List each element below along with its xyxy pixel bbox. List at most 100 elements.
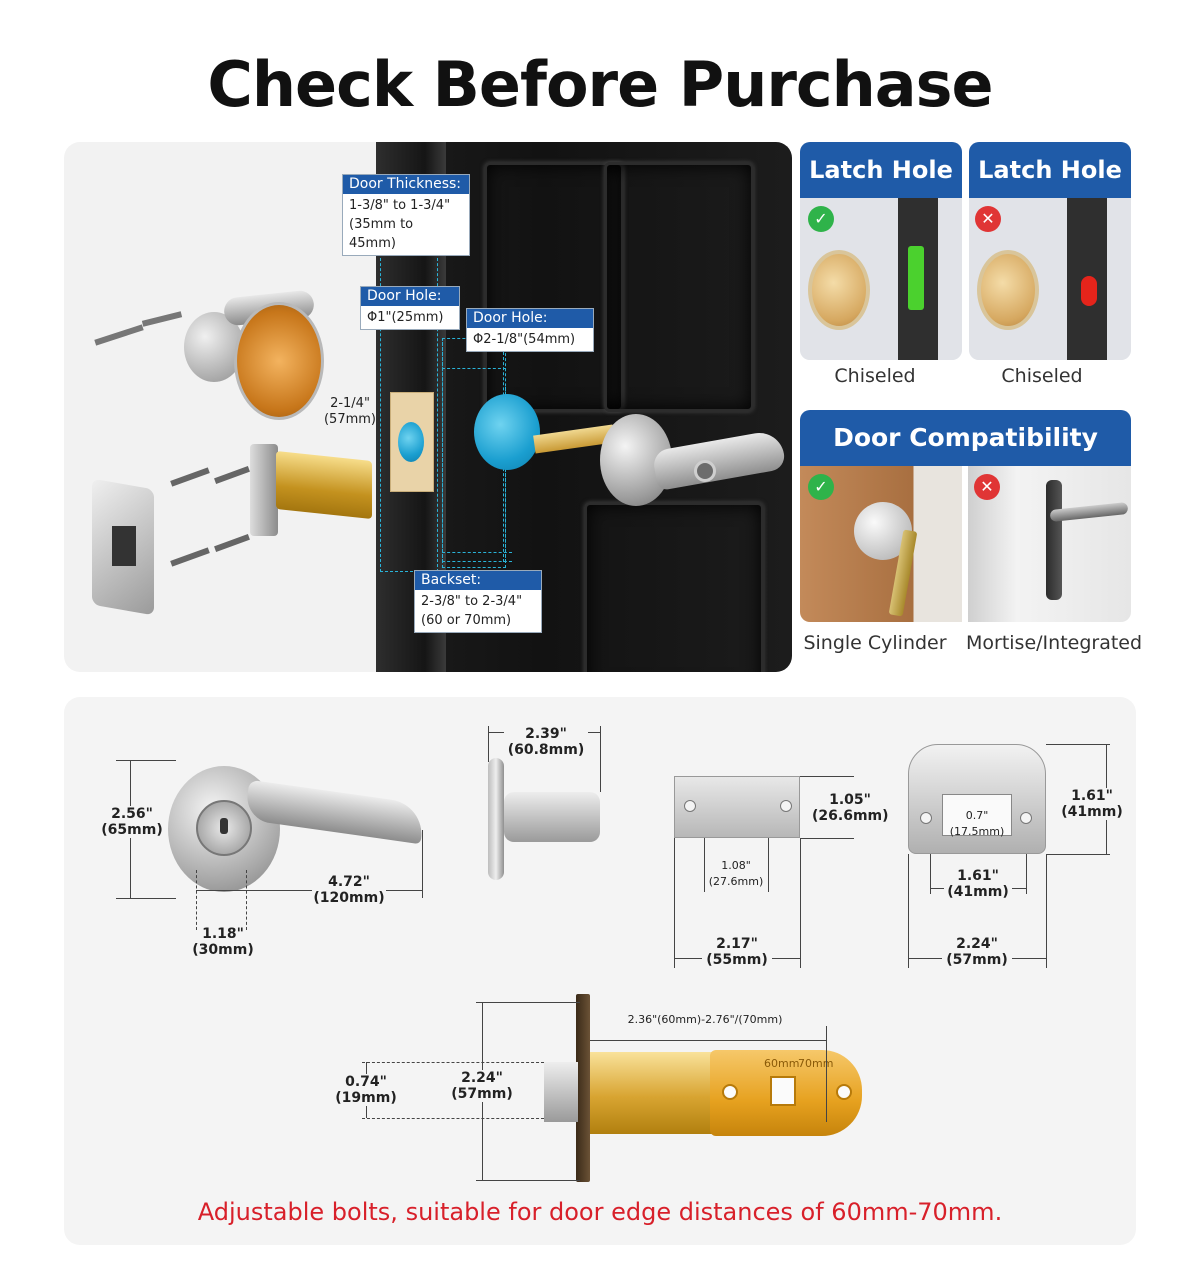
screw xyxy=(214,534,250,552)
bolt-screw-hole xyxy=(836,1084,852,1100)
screw xyxy=(94,324,144,346)
rose-side xyxy=(488,758,504,880)
callout-door-hole-small: Door Hole: Φ1"(25mm) xyxy=(360,286,460,330)
guide-base xyxy=(442,552,512,562)
screw xyxy=(170,547,210,567)
bolt-screw-hole xyxy=(722,1084,738,1100)
bolt-mark-70: 70mm xyxy=(798,1057,834,1070)
dim-strike-width: 2.24"(57mm) xyxy=(942,936,1012,968)
bore-hole-marker xyxy=(474,394,540,470)
bolt-mark-60: 60mm xyxy=(764,1057,800,1070)
callout-backset: Backset: 2-3/8" to 2-3/4"(60 or 70mm) xyxy=(414,570,542,633)
dim-plate-inner: 1.08"(27.6mm) xyxy=(708,859,764,888)
screw xyxy=(170,467,210,487)
chiseled-indicator-ok xyxy=(908,246,924,310)
bore-hole xyxy=(977,250,1039,330)
card-heading: Latch Hole xyxy=(800,142,962,198)
check-icon: ✓ xyxy=(808,206,834,232)
dim-line xyxy=(116,760,176,761)
dim-lever-width: 4.72"(120mm) xyxy=(312,874,386,906)
edge-hole-marker xyxy=(398,422,424,462)
dim-line xyxy=(908,854,909,968)
cross-icon: ✕ xyxy=(974,474,1000,500)
callout-door-thickness: Door Thickness: 1-3/8" to 1-3/4"(35mm to… xyxy=(342,174,470,256)
dim-bolt-face: 2.24"(57mm) xyxy=(442,1070,522,1102)
screw xyxy=(141,311,183,327)
dim-line xyxy=(1046,854,1047,968)
latch-hole-card-no: Latch Hole ✕ xyxy=(969,142,1131,360)
door-panel-upper-left xyxy=(484,162,624,412)
dim-bolt-small: 0.74"(19mm) xyxy=(334,1074,398,1106)
dim-strike-height: 1.61"(41mm) xyxy=(1060,788,1124,820)
dim-line xyxy=(704,838,705,892)
dim-lever-hub: 1.18"(30mm) xyxy=(192,926,254,958)
strike-hole xyxy=(1020,812,1032,824)
cross-icon: ✕ xyxy=(975,206,1001,232)
dim-line xyxy=(800,776,854,777)
door-panel-lower xyxy=(584,502,764,672)
dim-line xyxy=(826,1026,827,1122)
rose-shank xyxy=(504,792,600,842)
plate-hole xyxy=(780,800,792,812)
dim-plate-width: 2.17"(55mm) xyxy=(702,936,772,968)
card-heading: Door Compatibility xyxy=(800,410,1131,466)
dim-line xyxy=(362,1062,544,1063)
dim-line xyxy=(930,854,931,894)
dim-rose-depth: 2.39"(60.8mm) xyxy=(504,726,588,758)
dim-line xyxy=(1026,854,1027,894)
door-compat-card: Door Compatibility ✓ ✕ xyxy=(800,410,1131,622)
dim-line xyxy=(116,898,176,899)
dim-line xyxy=(800,838,854,839)
strike-hole xyxy=(920,812,932,824)
dim-line xyxy=(362,1118,544,1119)
dim-line xyxy=(768,838,769,892)
check-icon: ✓ xyxy=(808,474,834,500)
dim-strike-hole: 1.61"(41mm) xyxy=(944,868,1012,900)
interior-mount-plate xyxy=(234,302,324,420)
dim-line xyxy=(800,838,801,968)
latch-bore-edge xyxy=(390,392,434,492)
bolt-tongue xyxy=(544,1062,578,1122)
dim-line xyxy=(674,838,675,968)
dim-bolt-backset: 2.36"(60mm)-2.76"/(70mm) xyxy=(627,1013,783,1026)
key-cylinder xyxy=(694,460,716,482)
screw xyxy=(214,466,250,484)
mortise-plate xyxy=(1046,480,1062,600)
page-title: Check Before Purchase xyxy=(207,48,993,121)
dim-line xyxy=(196,870,197,930)
latch-length-label: 2-1/4"(57mm) xyxy=(323,396,376,427)
dim-line xyxy=(600,726,601,792)
adjustable-bolt-note: Adjustable bolts, suitable for door edge… xyxy=(197,1198,1003,1226)
bolt-faceplate xyxy=(576,994,590,1182)
dim-line xyxy=(196,890,422,891)
bore-hole xyxy=(808,250,870,330)
latch-faceplate xyxy=(250,444,278,536)
install-diagram-panel: 2-1/4"(57mm) Door Thickness: 1-3/8" to 1… xyxy=(64,142,792,672)
strike-opening xyxy=(942,794,1012,836)
door-panel-upper-right xyxy=(604,162,754,412)
dim-line xyxy=(476,1180,580,1181)
chiseled-indicator-no xyxy=(1081,276,1097,306)
dim-line xyxy=(246,870,247,930)
caption-latch-left: Chiseled xyxy=(834,365,916,387)
dim-line xyxy=(476,1002,580,1003)
caption-latch-right: Chiseled xyxy=(1001,365,1083,387)
caption-mortise: Mortise/Integrated xyxy=(966,632,1143,654)
bolt-body xyxy=(590,1052,714,1134)
plate-hole xyxy=(684,800,696,812)
bolt-spindle-hole xyxy=(770,1076,796,1106)
latch-bolt-body xyxy=(276,450,372,520)
callout-door-hole-large: Door Hole: Φ2-1/8"(54mm) xyxy=(466,308,594,352)
card-heading: Latch Hole xyxy=(969,142,1131,198)
latch-hole-card-ok: Latch Hole ✓ xyxy=(800,142,962,360)
dim-line xyxy=(1046,744,1110,745)
dim-line xyxy=(422,830,423,898)
dim-strike-slot: 0.7"(17.5mm) xyxy=(949,809,1005,838)
dim-lever-height: 2.56"(65mm) xyxy=(96,806,168,838)
keyhole-icon xyxy=(220,818,228,834)
dim-line xyxy=(1046,854,1110,855)
caption-single-cylinder: Single Cylinder xyxy=(803,632,947,654)
dim-line xyxy=(590,1040,826,1041)
dim-line xyxy=(488,726,489,762)
dim-plate-height: 1.05"(26.6mm) xyxy=(812,792,889,824)
